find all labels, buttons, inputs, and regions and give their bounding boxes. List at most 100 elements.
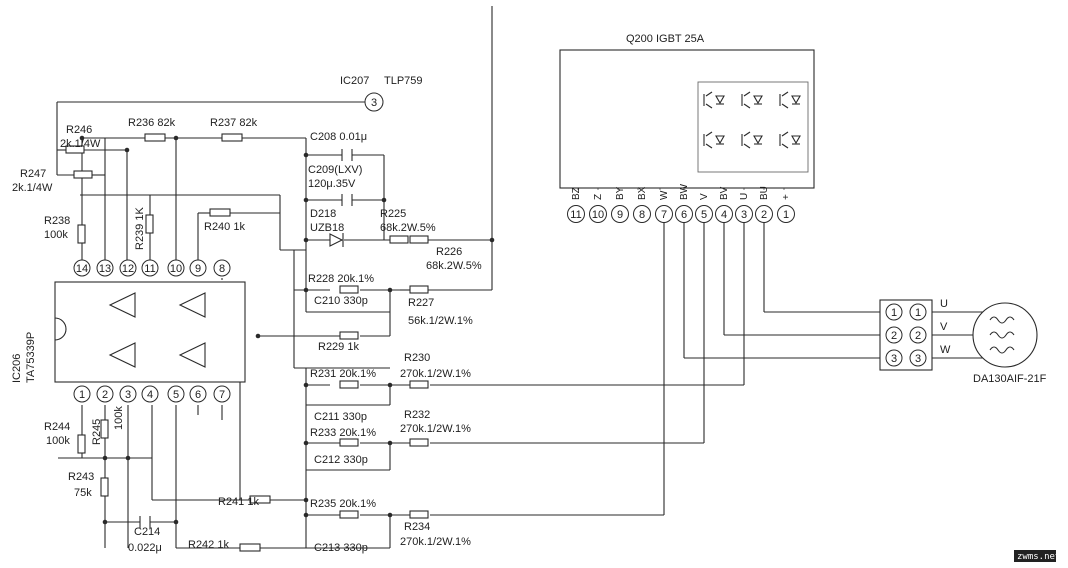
r234-ref: R234	[404, 521, 430, 533]
motor-right-pin-3: 3	[909, 349, 927, 367]
r226-ref: R226	[436, 246, 462, 258]
labels: IC207 TLP759 R246 2k.1/4W R247 2k.1/4W R…	[11, 33, 1047, 554]
q200-pin-3: 3	[735, 205, 753, 223]
c211-label: C211 330p	[314, 411, 367, 423]
motor-right-pin-2-number: 2	[915, 330, 921, 342]
motor-left-pin-1: 1	[885, 303, 903, 321]
ic207-part: TLP759	[384, 75, 423, 87]
q200-pin-9: 9	[611, 205, 629, 223]
r246-ref: R246	[66, 124, 92, 136]
q200-pin-label-1: +	[781, 194, 792, 200]
r247-value: 2k.1/4W	[12, 182, 53, 194]
r225-value: 68k.2W.5%	[380, 222, 436, 234]
motor-right-pin-3-number: 3	[915, 353, 921, 365]
r225-ref: R225	[380, 208, 406, 220]
q200-pin-10: 10	[589, 205, 607, 223]
motor-left-pin-1-number: 1	[891, 307, 897, 319]
ic206-pin-6: 6	[189, 385, 207, 403]
r236-label: R236 82k	[128, 117, 176, 129]
motor-right-pin-1: 1	[909, 303, 927, 321]
motor-right-pin-1-number: 1	[915, 307, 921, 319]
c214-value: 0.022μ	[128, 542, 162, 554]
c209-value: 120μ.35V	[308, 178, 356, 190]
igbt-transistor	[741, 131, 763, 149]
junction-dots	[79, 135, 495, 525]
ic206-pin-3-number: 3	[125, 389, 131, 401]
q200-pin-label-3: U	[739, 193, 750, 200]
motor-left-pin-3: 3	[885, 349, 903, 367]
c212-label: C212 330p	[314, 454, 368, 466]
ic206-pin-14: 14	[73, 259, 91, 277]
ic206-pin-10-number: 10	[170, 263, 182, 275]
r230-value: 270k.1/2W.1%	[400, 368, 471, 380]
q200-pin-10-number: 10	[592, 209, 604, 221]
motor-phase-v: V	[940, 321, 948, 333]
r228-label: R228 20k.1%	[308, 273, 374, 285]
ic206-pin-8: 8	[213, 259, 231, 277]
igbt-transistor	[779, 91, 801, 109]
igbt-array	[697, 81, 809, 173]
motor-left-pin-2-number: 2	[891, 330, 897, 342]
r242-label: R242 1k	[188, 539, 229, 551]
r244-ref: R244	[44, 421, 70, 433]
q200-pin-8-number: 8	[639, 209, 645, 221]
r232-value: 270k.1/2W.1%	[400, 423, 471, 435]
c213-label: C213 330p	[314, 542, 368, 554]
motor-label: DA130AIF-21F	[973, 373, 1047, 385]
ic206-pin-5: 5	[167, 385, 185, 403]
motor-right-pin-2: 2	[909, 326, 927, 344]
ic206-pin-14-number: 14	[76, 263, 88, 275]
q200-pin-label-5: V	[699, 193, 710, 200]
igbt-transistor	[703, 91, 725, 109]
q200-pin-3-number: 3	[741, 209, 747, 221]
wires	[56, 6, 985, 549]
q200-pin-6-number: 6	[681, 209, 687, 221]
r243-ref: R243	[68, 471, 94, 483]
ic206-pin-7-number: 7	[219, 389, 225, 401]
r247-ref: R247	[20, 168, 46, 180]
q200-pin-6: 6	[675, 205, 693, 223]
ic206-pin-1-number: 1	[79, 389, 85, 401]
r232-ref: R232	[404, 409, 430, 421]
q200-pin-1: 1	[777, 205, 795, 223]
ic206-pin-8-number: 8	[219, 263, 225, 275]
r240-label: R240 1k	[204, 221, 245, 233]
motor-phase-u: U	[940, 298, 948, 310]
ic206-pin-9-number: 9	[195, 263, 201, 275]
r246-value: 2k.1/4W	[60, 138, 101, 150]
r227-value: 56k.1/2W.1%	[408, 315, 473, 327]
d218-ref: D218	[310, 208, 336, 220]
ic206-pin-2-number: 2	[102, 389, 108, 401]
ic207-pin-number: 3	[371, 97, 377, 109]
motor-phase-w: W	[940, 344, 951, 356]
diode-d218-symbol	[329, 233, 344, 247]
ic206-pin-9: 9	[189, 259, 207, 277]
q200-pin-7: 7	[655, 205, 673, 223]
q200-pin-11-number: 11	[570, 209, 581, 221]
r235-label: R235 20k.1%	[310, 498, 376, 510]
r230-ref: R230	[404, 352, 430, 364]
q200-pin-label-9: BY	[615, 186, 626, 200]
q200-pin-label-8: BX	[637, 186, 648, 200]
ic206-ref: IC206	[11, 354, 23, 383]
q200-pin-7-number: 7	[661, 209, 667, 221]
q200-label: Q200 IGBT 25A	[626, 33, 705, 45]
ic206-pin-3: 3	[119, 385, 137, 403]
watermark-badge: zwms.net	[1014, 550, 1060, 562]
ic207-pin: 3	[364, 92, 384, 112]
d218-part: UZB18	[310, 222, 344, 234]
capacitor-symbols	[139, 149, 353, 528]
r239-label: R239 1K	[134, 207, 146, 250]
ic207-ref: IC207	[340, 75, 369, 87]
c208-label: C208 0.01μ	[310, 131, 367, 143]
q200-pin-11: 11	[567, 205, 585, 223]
q200-pin-8: 8	[633, 205, 651, 223]
r233-label: R233 20k.1%	[310, 427, 376, 439]
ic206-pin-7: 7	[213, 385, 231, 403]
